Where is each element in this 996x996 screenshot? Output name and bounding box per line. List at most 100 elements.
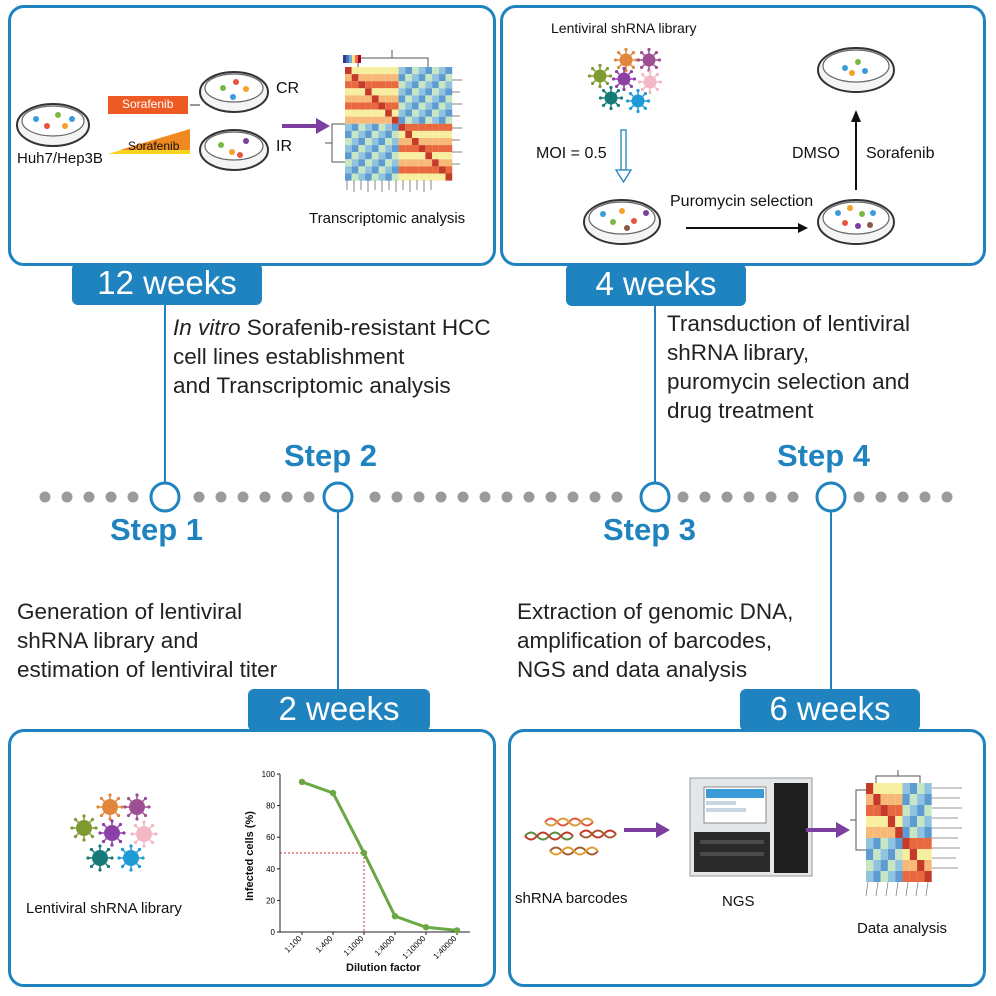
- heatmap-cell: [432, 159, 439, 167]
- heatmap-cell: [398, 109, 406, 117]
- heatmap-cell: [358, 123, 366, 131]
- heatmap-cell: [880, 794, 888, 805]
- heatmap-cell: [351, 166, 359, 174]
- heatmap-cell: [438, 95, 446, 103]
- heatmap-cell: [902, 805, 910, 816]
- heatmap-cell: [873, 827, 881, 838]
- heatmap-cell: [365, 95, 372, 103]
- heatmap-cell: [385, 102, 392, 110]
- heatmap-cell: [866, 849, 874, 860]
- moi-label: MOI = 0.5: [536, 145, 607, 162]
- timeline-dot: [435, 491, 447, 503]
- heatmap-cell: [924, 794, 932, 805]
- step4-panel: [500, 5, 986, 266]
- step1-description: In vitro Sorafenib-resistant HCC cell li…: [173, 313, 491, 400]
- heatmap-cell: [385, 173, 392, 181]
- heatmap-cell: [445, 81, 453, 89]
- heatmap-cell: [365, 159, 372, 167]
- heatmap-cell: [358, 145, 366, 153]
- heatmap-cell: [432, 130, 439, 138]
- lentivirus-cluster-icon: [70, 793, 158, 872]
- heatmap-cell: [425, 74, 433, 82]
- heatmap-cell: [365, 173, 372, 181]
- heatmap-cell: [917, 816, 925, 827]
- heatmap-cell: [405, 74, 412, 82]
- arrow-icon: [806, 822, 850, 838]
- heatmap-cell: [909, 871, 918, 882]
- timeline-dot: [479, 491, 491, 503]
- heatmap-cell: [351, 138, 359, 146]
- heatmap-cell: [398, 166, 406, 174]
- y-tick-label: 60: [266, 833, 275, 842]
- heatmap-cell: [880, 827, 888, 838]
- heatmap-cell: [887, 816, 896, 827]
- heatmap-cell: [378, 102, 386, 110]
- heatmap-cell: [887, 871, 896, 882]
- heatmap-cell: [902, 827, 910, 838]
- heatmap-cell: [351, 116, 359, 124]
- heatmap-cell: [425, 166, 433, 174]
- step2-label: Step 2: [284, 438, 378, 473]
- virus-icon: [86, 844, 114, 872]
- heatmap-cell: [438, 109, 446, 117]
- heatmap-cell: [432, 173, 439, 181]
- heatmap-cell: [445, 152, 453, 160]
- heatmap-cell: [418, 95, 426, 103]
- heatmap-cell: [345, 159, 352, 167]
- heatmap-cell: [432, 67, 439, 75]
- step3-desc-line1: Extraction of genomic DNA,: [517, 599, 794, 624]
- virus-icon: [130, 820, 158, 848]
- heatmap-cell: [425, 109, 433, 117]
- heatmap-cell: [385, 81, 392, 89]
- heatmap-cell: [873, 783, 881, 794]
- heatmap-cell: [924, 849, 932, 860]
- heatmap-cell: [412, 166, 419, 174]
- heatmap-cell: [358, 95, 366, 103]
- data-point: [360, 849, 368, 857]
- heatmap-axis-labels: [865, 787, 962, 897]
- heatmap-cell: [405, 123, 412, 131]
- heatmap-cell: [418, 88, 426, 96]
- heatmap-cell: [378, 123, 386, 131]
- virus-icon: [96, 793, 124, 821]
- timeline-dot: [215, 491, 227, 503]
- step3-label: Step 3: [603, 512, 697, 547]
- heatmap-cell: [385, 159, 392, 167]
- timeline-dot: [787, 491, 799, 503]
- heatmap-cell: [358, 159, 366, 167]
- heatmap-cell: [425, 138, 433, 146]
- heatmap-cell: [895, 794, 903, 805]
- lentiviral-library-label: Lentiviral shRNA library: [551, 20, 697, 36]
- virus-icon: [70, 814, 98, 842]
- heatmap-cell: [445, 159, 453, 167]
- heatmap-cell: [371, 166, 379, 174]
- heatmap-cell: [895, 849, 903, 860]
- heatmap-cell: [345, 67, 352, 75]
- heatmap-cell: [405, 81, 412, 89]
- heatmap-cell: [391, 145, 399, 153]
- heatmap-cell: [866, 794, 874, 805]
- heatmap-cell: [378, 116, 386, 124]
- virus-icon: [587, 63, 613, 89]
- heatmap-cell: [418, 81, 426, 89]
- heatmap-cell: [873, 838, 881, 849]
- heatmap-cell: [412, 88, 419, 96]
- timeline-dots: [39, 491, 953, 503]
- heatmap-cell: [365, 88, 372, 96]
- data-point: [453, 927, 461, 934]
- heatmap-cell: [873, 860, 881, 871]
- heatmap-cell: [385, 166, 392, 174]
- data-analysis-heatmap: [866, 783, 932, 882]
- heatmap-cell: [385, 67, 392, 75]
- heatmap-cell: [418, 166, 426, 174]
- timeline-dot: [105, 491, 117, 503]
- heatmap-cell: [445, 67, 453, 75]
- timeline-dot: [765, 491, 777, 503]
- heatmap-cell: [418, 159, 426, 167]
- timeline-dot: [875, 491, 887, 503]
- heatmap-cell: [445, 123, 453, 131]
